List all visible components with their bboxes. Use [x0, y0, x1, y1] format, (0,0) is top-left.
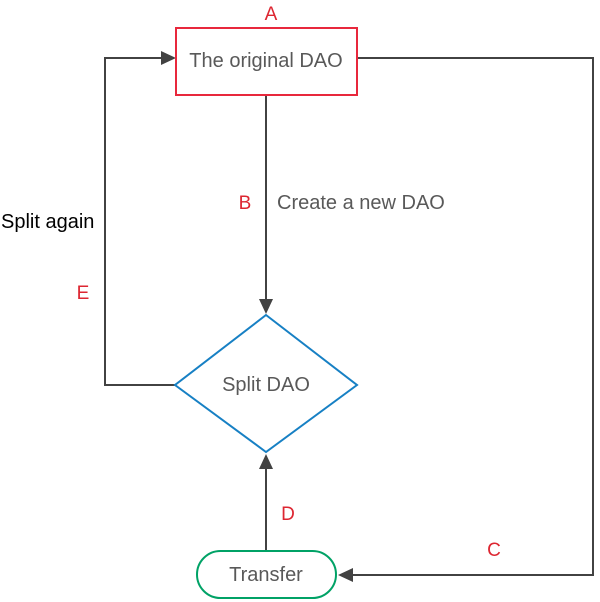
- node-original-dao: [175, 27, 358, 96]
- node-transfer-label: Transfer: [229, 564, 303, 586]
- arrow-up-icon: [259, 454, 273, 469]
- arrow-down-icon: [259, 299, 273, 314]
- connector-c: [351, 57, 594, 576]
- label-d: D: [281, 504, 295, 525]
- node-split-dao: [173, 313, 359, 454]
- arrow-left-icon: [338, 568, 353, 582]
- node-transfer: [196, 550, 337, 599]
- label-b: B: [239, 193, 252, 214]
- label-a: A: [265, 4, 278, 25]
- label-c: C: [487, 540, 501, 561]
- label-e: E: [77, 283, 90, 304]
- edge-label-split-again: Split again: [1, 211, 94, 233]
- connector-split-again: [104, 57, 175, 386]
- node-original-dao-label: The original DAO: [189, 50, 342, 72]
- node-split-dao-label: Split DAO: [222, 374, 310, 396]
- edge-label-create-new-dao: Create a new DAO: [277, 192, 445, 214]
- arrow-right-icon: [161, 51, 176, 65]
